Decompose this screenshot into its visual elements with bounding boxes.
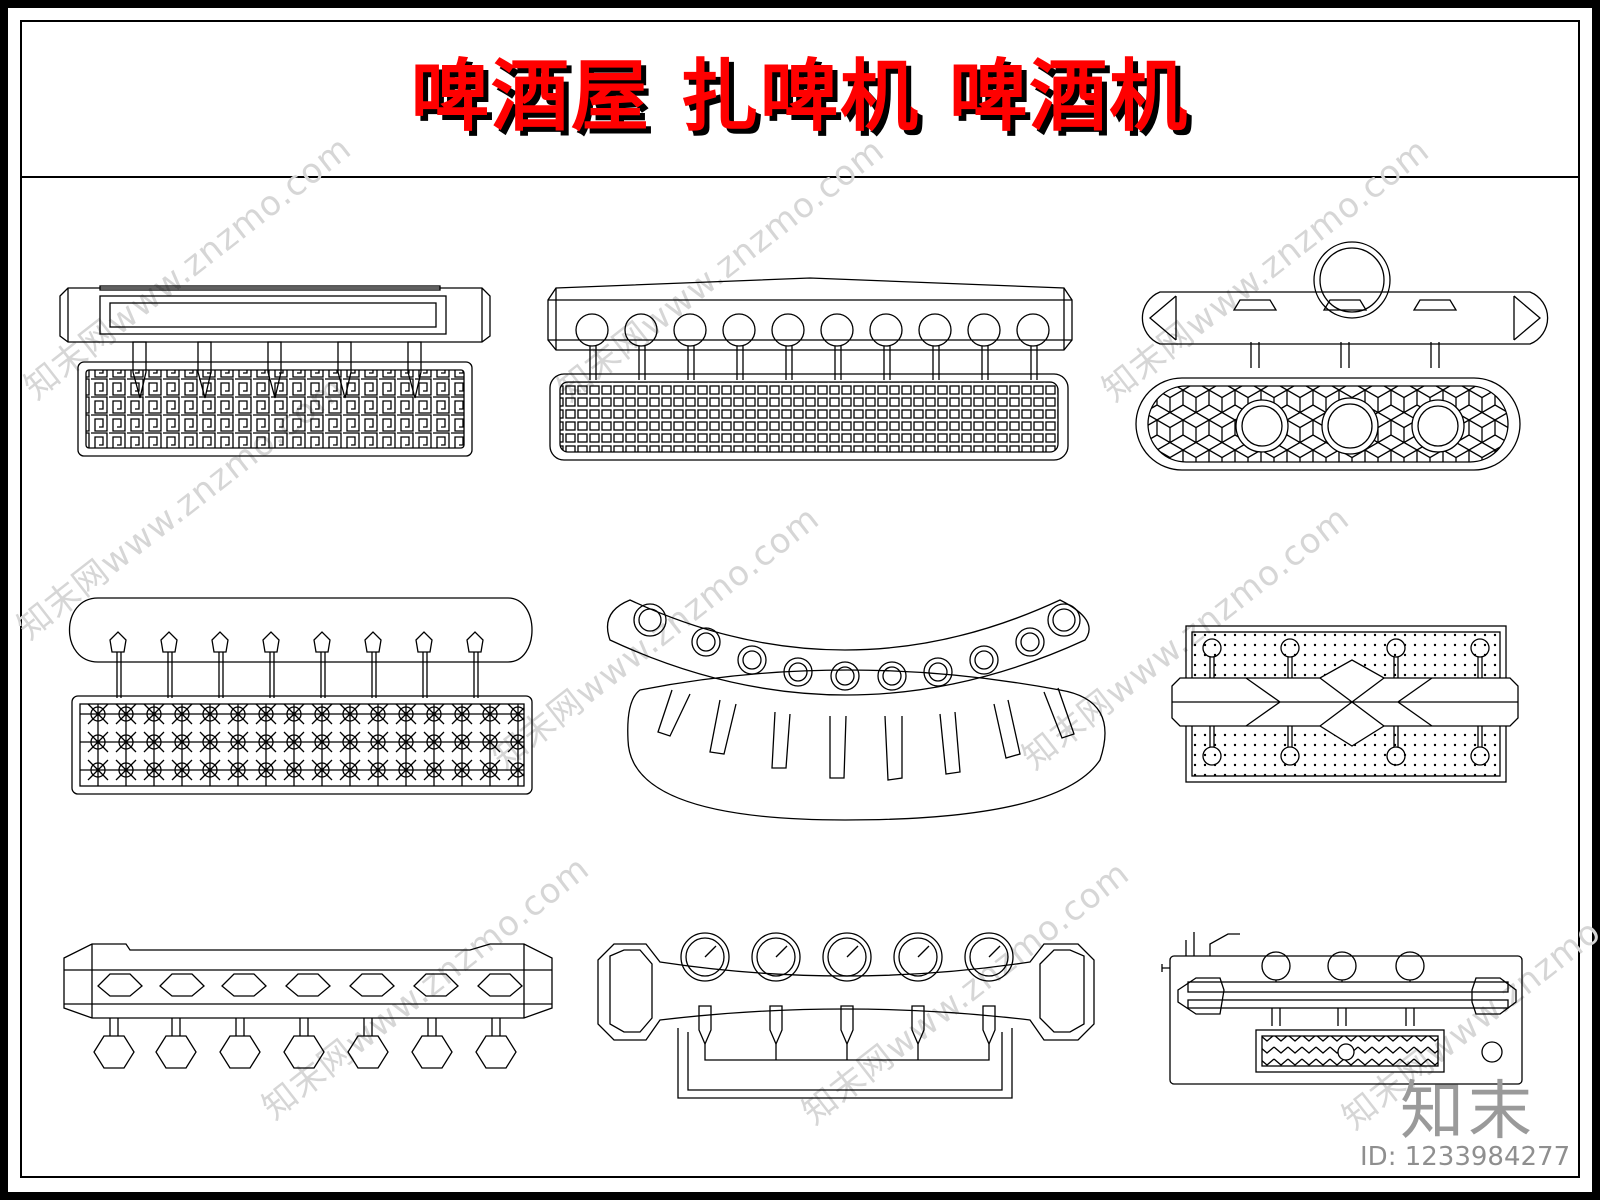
drawing-tower-8-tap-flower-tray <box>68 597 533 795</box>
arc-spouts <box>657 687 1075 781</box>
tap-spouts <box>589 346 1038 380</box>
inner-frame <box>20 20 1580 1178</box>
drawing-tower-5-tap-maze-tray <box>59 285 491 457</box>
top-gems <box>97 973 523 997</box>
title-band: 啤酒屋 扎啤机 啤酒机 <box>20 20 1580 178</box>
brand-logo: 知末 <box>1400 1075 1536 1149</box>
drawing-diamond-8-tap-dot-panel <box>1171 625 1519 783</box>
page-title: 啤酒屋 扎啤机 啤酒机 <box>410 52 1190 142</box>
tap-row <box>132 341 422 399</box>
panel-taps <box>1202 638 1490 766</box>
tap-globes <box>575 313 1050 347</box>
hex-handles <box>93 1018 517 1069</box>
drawing-tower-3-tap-ring-geometric-tray <box>1135 241 1549 471</box>
gauge-taps <box>698 1005 996 1046</box>
image-id: ID: 1233984277 <box>1360 1142 1571 1172</box>
gauges <box>680 932 1014 982</box>
arc-rings <box>633 603 1081 691</box>
tap-handles <box>109 631 484 698</box>
drawing-tower-7-tap-hexagon <box>63 943 553 1069</box>
drawing-arc-10-tap-tower <box>606 599 1106 821</box>
drawing-panel-3-tap-gauges-pipes <box>1161 932 1523 1085</box>
drawing-tower-5-tap-gauges <box>597 932 1095 1099</box>
drawing-tower-10-tap-grid-tray <box>547 277 1073 461</box>
